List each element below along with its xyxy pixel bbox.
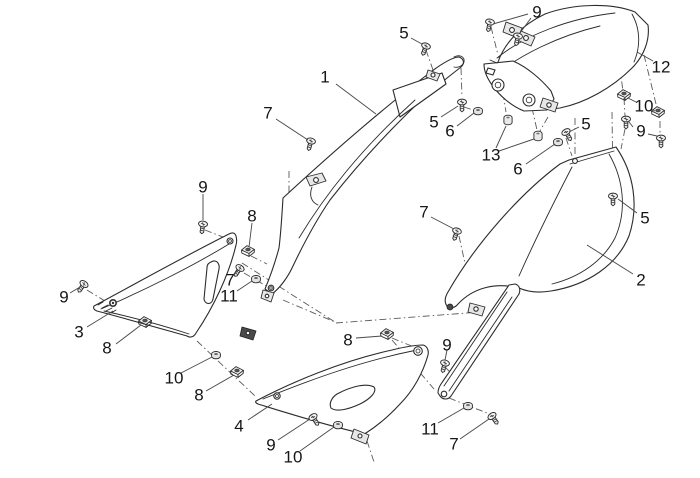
screw-icon [457,98,467,113]
callout-leader-7 [233,269,239,276]
screw-icon [437,358,451,375]
callout-leader-6 [456,112,475,127]
part-3-left-side-panel [93,232,257,341]
grommet-icon [533,130,543,142]
callout-label-9: 9 [442,336,451,355]
callout-label-9: 9 [532,3,541,22]
screw-icon [656,134,666,149]
clip-nut-icon [241,245,255,257]
part-3-slot [203,260,220,305]
callout-leader-9 [69,286,81,294]
callout-leader-9 [277,418,311,441]
callout-label-9: 9 [59,288,68,307]
callout-leader-3 [86,310,114,328]
callout-label-2: 2 [636,271,645,290]
callout-label-8: 8 [102,339,111,358]
callout-label-8: 8 [247,207,256,226]
callout-label-6: 6 [513,160,522,179]
callout-label-7: 7 [449,435,458,454]
callout-leaders [69,13,658,452]
callout-label-9: 9 [266,436,275,455]
callout-leader-8 [205,374,235,392]
callout-leader-7 [459,418,490,440]
callout-leader-5 [440,105,459,118]
callout-leader-13 [495,125,507,149]
callout-leader-4 [247,403,273,421]
callout-leader-8 [115,324,142,345]
callout-leader-5 [617,198,638,214]
callout-label-5: 5 [640,209,649,228]
callout-label-8: 8 [194,386,203,405]
hex-nut-icon [553,138,563,147]
clip-nut-icon [651,106,665,118]
screw-icon [417,41,432,58]
hex-nut-icon [463,402,473,411]
callout-leader-2 [586,244,634,275]
callout-leader-9 [647,133,658,137]
callout-leader-1 [335,83,377,115]
screw-icon [449,226,463,243]
hex-nut-icon [473,107,483,116]
callout-label-11: 11 [220,287,238,306]
part-2-lower-arm [437,283,521,400]
hex-nut-icon [333,421,343,430]
callout-label-7: 7 [263,104,272,123]
callout-label-10: 10 [165,369,184,388]
callout-label-5: 5 [399,24,408,43]
callout-label-9: 9 [198,178,207,197]
callout-leader-11 [236,280,253,292]
grommet-icon [503,114,513,126]
callout-label-1: 1 [320,68,329,87]
callout-label-10: 10 [284,448,303,467]
callout-leader-13 [498,138,535,152]
screw-icon [74,278,90,296]
hex-nut-icon [211,351,221,360]
callout-leader-5 [410,37,423,45]
callout-label-13: 13 [482,146,501,165]
callout-label-3: 3 [74,323,83,342]
callout-label-7: 7 [225,271,234,290]
part-1-upper-side-panel [260,55,465,303]
callout-leader-5 [568,126,580,133]
callout-leader-9 [628,121,634,128]
callout-label-5: 5 [581,115,590,134]
callout-leader-11 [437,407,465,424]
screw-icon [196,220,209,235]
callout-leader-10 [650,108,656,112]
hex-nut-icon [251,275,261,284]
callout-leader-9 [519,17,532,34]
callout-leader-6 [525,143,556,165]
screw-icon [483,17,496,33]
callout-label-11: 11 [421,420,439,439]
callout-leader-7 [275,118,309,141]
clip-nut-icon [380,328,394,340]
part-2-right-side-panel [437,146,635,400]
callout-label-12: 12 [652,58,671,77]
callout-label-4: 4 [234,417,243,436]
callout-leader-10 [299,426,335,452]
callout-label-5: 5 [429,113,438,132]
callout-leader-8 [248,222,253,248]
callout-leader-10 [627,97,637,103]
callout-label-8: 8 [343,331,352,350]
callout-leader-7 [430,216,455,230]
callout-leader-12 [636,51,654,62]
callout-leader-8 [355,335,383,339]
callout-label-7: 7 [419,203,428,222]
part-13-mounting-bracket [483,59,559,113]
callout-leader-10 [180,356,213,374]
screw-icon [303,136,317,153]
part-4-slot [329,384,376,411]
callout-label-10: 10 [635,97,654,116]
callout-label-6: 6 [445,122,454,141]
callout-leader-9 [492,13,529,25]
part-1-raised-stripe [392,72,447,118]
callout-leader-9 [444,349,448,361]
part-4-lower-side-panel [255,344,429,445]
callout-label-9: 9 [636,122,645,141]
